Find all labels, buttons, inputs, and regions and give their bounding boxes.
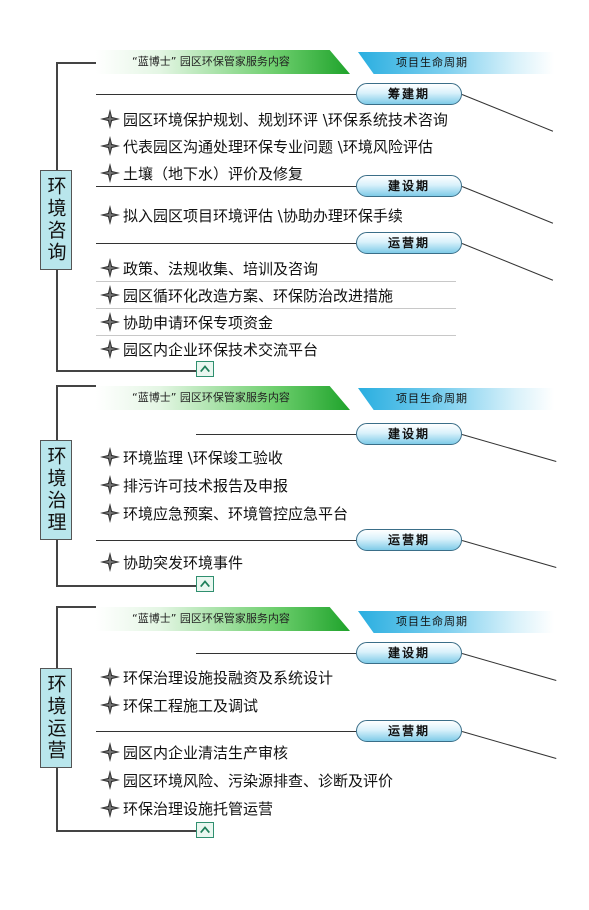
list-item: 政策、法规收集、培训及咨询 bbox=[100, 256, 318, 280]
phase-divider bbox=[96, 731, 356, 733]
item-text: 拟入园区项目环境评估 \协助办理环保手续 bbox=[123, 206, 403, 225]
four-point-star-icon bbox=[100, 475, 120, 495]
category-label: 环境咨询 bbox=[44, 176, 67, 264]
item-text: 园区环境风险、污染源排查、诊断及评价 bbox=[123, 771, 394, 790]
list-item: 环境监理 \环保竣工验收 bbox=[100, 445, 283, 469]
four-point-star-icon bbox=[100, 503, 120, 523]
lifecycle-banner: 项目生命周期 bbox=[358, 52, 554, 74]
item-text: 政策、法规收集、培训及咨询 bbox=[123, 259, 319, 278]
service-banner: “蓝博士” 园区环保管家服务内容 bbox=[96, 607, 350, 631]
list-item: 排污许可技术报告及申报 bbox=[100, 473, 288, 497]
list-item: 园区循环化改造方案、环保防治改进措施 bbox=[100, 283, 393, 307]
connector-line bbox=[56, 62, 96, 64]
four-point-star-icon bbox=[100, 339, 120, 359]
list-item: 协助突发环境事件 bbox=[100, 550, 243, 574]
list-item: 环境应急预案、环境管控应急平台 bbox=[100, 501, 348, 525]
item-text: 协助申请环保专项资金 bbox=[123, 313, 274, 332]
chevron-up-icon bbox=[198, 824, 212, 836]
phase-badge: 建设期 bbox=[356, 642, 462, 664]
phase-badge: 运营期 bbox=[356, 529, 462, 551]
four-point-star-icon bbox=[100, 205, 120, 225]
connector-line bbox=[56, 370, 196, 372]
phase-badge: 建设期 bbox=[356, 423, 462, 445]
item-separator bbox=[96, 335, 456, 336]
item-text: 环境应急预案、环境管控应急平台 bbox=[123, 504, 349, 523]
category-label: 环境运营 bbox=[44, 674, 67, 762]
item-text: 园区环境保护规划、规划环评 \环保系统技术咨询 bbox=[123, 110, 448, 129]
phase-diagonal bbox=[461, 243, 554, 282]
phase-diagonal bbox=[461, 540, 557, 569]
connector-line bbox=[56, 606, 96, 608]
four-point-star-icon bbox=[100, 109, 120, 129]
four-point-star-icon bbox=[100, 667, 120, 687]
four-point-star-icon bbox=[100, 447, 120, 467]
item-text: 环境监理 \环保竣工验收 bbox=[123, 448, 283, 467]
four-point-star-icon bbox=[100, 552, 120, 572]
chevron-up-icon bbox=[198, 578, 212, 590]
phase-badge: 建设期 bbox=[356, 175, 462, 197]
phase-diagonal bbox=[461, 731, 557, 760]
phase-badge: 运营期 bbox=[356, 720, 462, 742]
four-point-star-icon bbox=[100, 770, 120, 790]
phase-divider bbox=[96, 540, 356, 542]
expand-button[interactable] bbox=[196, 576, 214, 592]
phase-badge: 运营期 bbox=[356, 232, 462, 254]
connector-line bbox=[56, 385, 96, 387]
service-banner: “蓝博士” 园区环保管家服务内容 bbox=[96, 386, 350, 410]
phase-divider bbox=[96, 243, 356, 245]
item-text: 排污许可技术报告及申报 bbox=[123, 476, 289, 495]
category-box: 环境运营 bbox=[40, 668, 72, 768]
phase-divider bbox=[196, 653, 356, 655]
four-point-star-icon bbox=[100, 136, 120, 156]
item-text: 代表园区沟通处理环保专业问题 \环境风险评估 bbox=[123, 137, 433, 156]
chevron-up-icon bbox=[198, 363, 212, 375]
list-item: 园区环境保护规划、规划环评 \环保系统技术咨询 bbox=[100, 107, 448, 131]
phase-diagonal bbox=[461, 434, 557, 463]
list-item: 园区内企业清洁生产审核 bbox=[100, 740, 288, 764]
expand-button[interactable] bbox=[196, 822, 214, 838]
phase-divider bbox=[196, 434, 356, 436]
item-text: 园区循环化改造方案、环保防治改进措施 bbox=[123, 286, 394, 305]
lifecycle-banner: 项目生命周期 bbox=[358, 388, 554, 410]
list-item: 园区内企业环保技术交流平台 bbox=[100, 337, 318, 361]
list-item: 代表园区沟通处理环保专业问题 \环境风险评估 bbox=[100, 134, 433, 158]
lifecycle-banner: 项目生命周期 bbox=[358, 611, 554, 633]
four-point-star-icon bbox=[100, 285, 120, 305]
category-label: 环境治理 bbox=[44, 446, 67, 534]
list-item: 环保治理设施投融资及系统设计 bbox=[100, 665, 333, 689]
list-item: 环保工程施工及调试 bbox=[100, 693, 258, 717]
four-point-star-icon bbox=[100, 312, 120, 332]
connector-line bbox=[56, 585, 196, 587]
service-banner: “蓝博士” 园区环保管家服务内容 bbox=[96, 50, 350, 74]
four-point-star-icon bbox=[100, 163, 120, 183]
connector-line bbox=[56, 830, 196, 832]
item-text: 协助突发环境事件 bbox=[123, 553, 244, 572]
phase-diagonal bbox=[461, 94, 554, 133]
item-text: 园区内企业清洁生产审核 bbox=[123, 743, 289, 762]
list-item: 拟入园区项目环境评估 \协助办理环保手续 bbox=[100, 203, 403, 227]
phase-divider bbox=[96, 186, 356, 188]
phase-diagonal bbox=[461, 653, 557, 682]
phase-badge: 筹建期 bbox=[356, 83, 462, 105]
list-item: 园区环境风险、污染源排查、诊断及评价 bbox=[100, 768, 393, 792]
category-box: 环境咨询 bbox=[40, 170, 72, 270]
item-text: 土壤（地下水）评价及修复 bbox=[123, 164, 304, 183]
four-point-star-icon bbox=[100, 798, 120, 818]
phase-diagonal bbox=[461, 186, 554, 225]
list-item: 协助申请环保专项资金 bbox=[100, 310, 273, 334]
list-item: 环保治理设施托管运营 bbox=[100, 796, 273, 820]
phase-divider bbox=[96, 94, 356, 96]
item-text: 环保治理设施投融资及系统设计 bbox=[123, 668, 334, 687]
four-point-star-icon bbox=[100, 742, 120, 762]
item-separator bbox=[96, 281, 456, 282]
list-item: 土壤（地下水）评价及修复 bbox=[100, 161, 303, 185]
four-point-star-icon bbox=[100, 695, 120, 715]
expand-button[interactable] bbox=[196, 361, 214, 377]
item-text: 环保治理设施托管运营 bbox=[123, 799, 274, 818]
item-text: 园区内企业环保技术交流平台 bbox=[123, 340, 319, 359]
item-separator bbox=[96, 308, 456, 309]
item-text: 环保工程施工及调试 bbox=[123, 696, 259, 715]
category-box: 环境治理 bbox=[40, 440, 72, 540]
four-point-star-icon bbox=[100, 258, 120, 278]
